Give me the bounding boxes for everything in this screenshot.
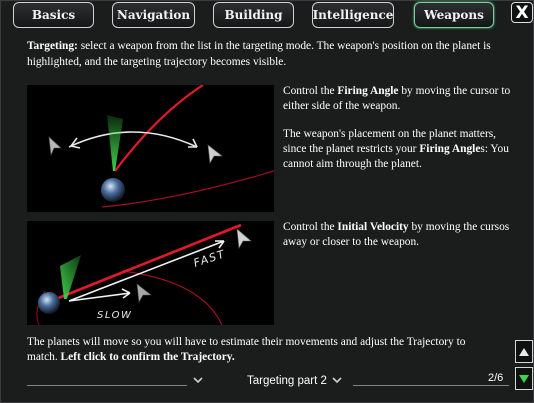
aim-beam xyxy=(60,255,81,299)
close-button[interactable]: X xyxy=(511,2,533,23)
intro-body: select a weapon from the list in the tar… xyxy=(27,40,491,68)
text-span: The weapon's placement on the planet mat… xyxy=(283,128,497,155)
firing-angle-term: Firing Angle xyxy=(337,85,399,97)
tab-label: Weapons xyxy=(424,8,484,22)
arc-arrowhead-left xyxy=(70,137,81,149)
tab-basics[interactable]: Basics xyxy=(13,2,94,28)
pager-bar: Targeting part 2 2/6 xyxy=(27,370,511,394)
tab-label: Intelligence xyxy=(312,8,394,22)
arc-arrowhead-right xyxy=(188,138,198,148)
firing-angle-diagram xyxy=(48,84,275,208)
chevron-down-icon xyxy=(332,377,342,384)
text-span: by moving the cursor to either side of t… xyxy=(283,85,511,112)
firing-angle-illustration xyxy=(27,84,275,212)
aim-beam xyxy=(107,115,123,171)
initial-velocity-illustration: FAST SLOW xyxy=(27,221,274,326)
cursor-left-icon xyxy=(48,136,62,157)
placement-text: The weapon's placement on the planet mat… xyxy=(283,127,513,172)
triangle-down-icon xyxy=(519,374,529,383)
planet-icon xyxy=(101,178,125,202)
initial-velocity-term: Initial Velocity xyxy=(337,221,409,233)
initial-velocity-text: Control the Initial Velocity by moving t… xyxy=(283,220,523,250)
footer-paragraph: The planets will move so you will have t… xyxy=(27,335,487,365)
angle-arc xyxy=(68,131,198,148)
tab-label: Building xyxy=(224,8,283,22)
divider xyxy=(353,385,509,386)
page-title: Targeting part 2 xyxy=(247,375,327,387)
slow-arrowhead xyxy=(121,288,131,299)
cursor-far-icon xyxy=(236,228,252,249)
prev-page-button[interactable] xyxy=(191,373,205,387)
tab-building[interactable]: Building xyxy=(213,2,294,28)
cursor-right-icon xyxy=(207,144,223,164)
intro-heading: Targeting: xyxy=(27,40,78,52)
text-span: The planets will move so you will have t… xyxy=(27,336,466,363)
fast-arrowhead xyxy=(215,240,225,249)
orbit-path xyxy=(101,170,275,208)
divider xyxy=(27,385,187,386)
planet-icon xyxy=(38,292,60,314)
fast-velocity-arrow xyxy=(68,240,225,302)
intro-paragraph: Targeting: select a weapon from the list… xyxy=(27,38,509,70)
tab-navigation[interactable]: Navigation xyxy=(112,2,195,28)
chevron-down-icon xyxy=(193,377,203,384)
trajectory-path xyxy=(114,84,204,172)
close-icon: X xyxy=(515,2,529,23)
tab-label: Navigation xyxy=(116,8,191,22)
firing-angle-term: Firing Angle xyxy=(419,143,481,155)
slow-label: SLOW xyxy=(97,310,132,321)
tab-label: Basics xyxy=(31,8,76,22)
tab-weapons[interactable]: Weapons xyxy=(414,2,494,28)
orbit-path xyxy=(121,270,223,326)
page-counter: 2/6 xyxy=(488,372,504,384)
fast-trajectory-line xyxy=(50,223,242,303)
text-span: s: You cannot aim through the planet. xyxy=(283,143,509,170)
cursor-near-icon xyxy=(136,283,152,303)
slow-velocity-arrow xyxy=(68,292,131,302)
text-span: by moving the cursos away or closer to t… xyxy=(283,221,510,248)
tab-intelligence[interactable]: Intelligence xyxy=(312,2,394,28)
triangle-up-icon xyxy=(519,347,529,356)
firing-angle-text: Control the Firing Angle by moving the c… xyxy=(283,84,513,114)
next-page-button[interactable] xyxy=(330,373,344,387)
scroll-up-button[interactable] xyxy=(515,340,533,363)
initial-velocity-diagram: FAST SLOW xyxy=(36,223,252,326)
confirm-instruction: Left click to confirm the Trajectory. xyxy=(60,351,235,363)
text-span: Control the xyxy=(283,85,338,97)
scroll-down-button[interactable] xyxy=(515,367,533,390)
text-span: Control the xyxy=(283,221,338,233)
